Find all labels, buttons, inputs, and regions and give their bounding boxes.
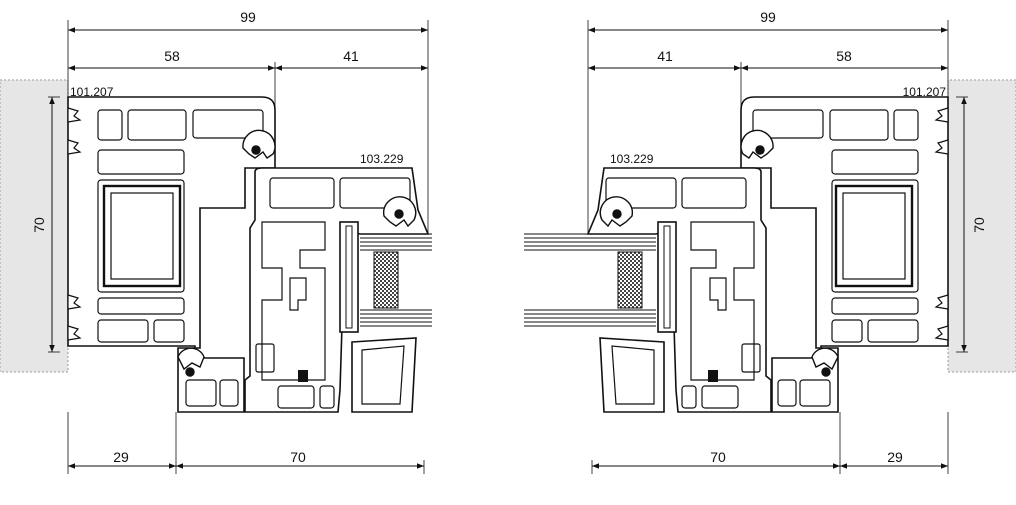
right-bottom-left-label: 70 (710, 449, 726, 465)
left-sash-frame (244, 167, 430, 413)
right-sash-chambers (605, 177, 831, 409)
right-sash-profile-code: 103.229 (610, 152, 654, 166)
right-sash-gasket (599, 196, 634, 228)
left-sash-offset-label: 41 (343, 48, 359, 64)
right-profile-section (524, 20, 1016, 474)
left-glazing-bead (351, 337, 417, 413)
right-frame-chambers (752, 109, 919, 343)
left-sash-gasket (382, 196, 417, 228)
left-wall (0, 79, 69, 373)
left-hardware-groove (289, 277, 307, 311)
right-spacer-mesh (617, 251, 643, 309)
left-glazing-unit (360, 233, 432, 327)
left-frame-gaskets (177, 129, 276, 377)
left-wall-depth-label: 70 (31, 217, 47, 233)
right-frame-gaskets (740, 129, 839, 377)
left-sash-chambers (185, 177, 411, 409)
left-overall-width-label: 99 (240, 9, 256, 25)
right-glazing-unit (524, 233, 656, 327)
left-dimension-lines (48, 20, 429, 474)
left-profile-section: 99 58 41 101.207 103.229 70 29 70 (0, 9, 432, 474)
right-sash-offset-label: 41 (657, 48, 673, 64)
right-bottom-right-label: 29 (887, 449, 903, 465)
left-anchor-notches (67, 107, 82, 341)
right-wall (947, 79, 1016, 373)
right-anchor-notches (934, 107, 949, 341)
right-outer-frame-width-label: 58 (836, 48, 852, 64)
left-frame-chambers (97, 109, 264, 343)
right-sash-frame (586, 167, 772, 413)
left-frame-profile-code: 101.207 (70, 85, 114, 99)
left-bottom-left-label: 29 (113, 449, 129, 465)
left-spacer-mesh (373, 251, 399, 309)
left-outer-frame-width-label: 58 (164, 48, 180, 64)
right-hardware-groove (709, 277, 727, 311)
right-overall-width-label: 99 (760, 9, 776, 25)
left-bottom-right-label: 70 (290, 449, 306, 465)
right-dimension-lines (587, 20, 968, 474)
right-wall-depth-label: 70 (971, 217, 987, 233)
right-section-labels: 99 41 58 101.207 103.229 70 70 29 (610, 9, 987, 465)
right-frame-profile-code: 101.207 (903, 85, 947, 99)
left-sash-profile-code: 103.229 (360, 152, 404, 166)
right-glazing-bead (599, 337, 665, 413)
